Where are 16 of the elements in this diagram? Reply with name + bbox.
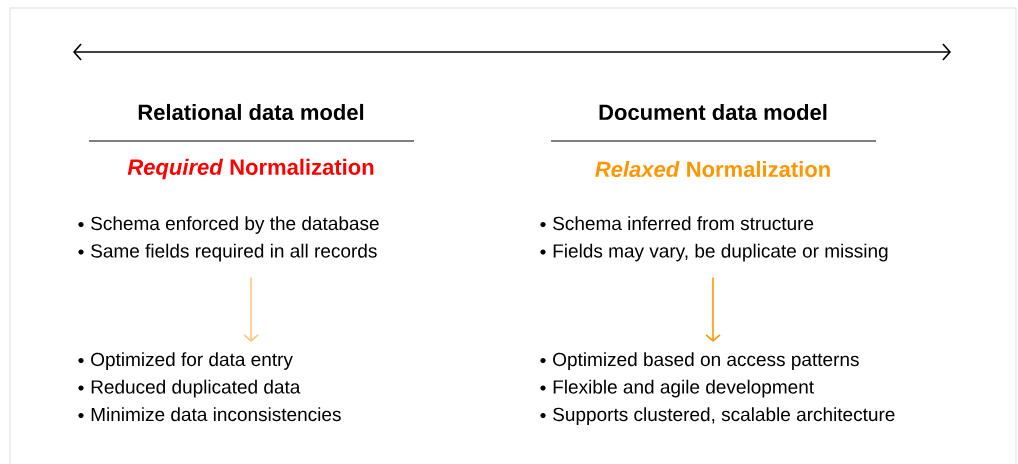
list-item: Same fields required in all records bbox=[91, 243, 377, 262]
list-item: Flexible and agile development bbox=[553, 379, 814, 398]
arrow bbox=[705, 276, 721, 342]
list-item: Schema enforced by the database bbox=[91, 216, 379, 234]
subheading: Relaxed Normalization bbox=[595, 160, 830, 178]
arrow bbox=[243, 276, 259, 342]
column-heading: Relational data model bbox=[138, 103, 364, 121]
column-heading: Document data model bbox=[599, 103, 827, 121]
subheading: Required Normalization bbox=[127, 158, 374, 180]
list-item: Supports clustered, scalable architecture bbox=[553, 407, 895, 425]
list-item: Minimize data inconsistencies bbox=[91, 407, 341, 422]
list-item: Fields may vary, be duplicate or missing bbox=[553, 243, 888, 262]
list-item: Reduced duplicated data bbox=[91, 379, 301, 398]
list-item: Optimized for data entry bbox=[91, 352, 293, 370]
list-item: Schema inferred from structure bbox=[553, 216, 814, 231]
list-item: Optimized based on access patterns bbox=[553, 352, 859, 370]
